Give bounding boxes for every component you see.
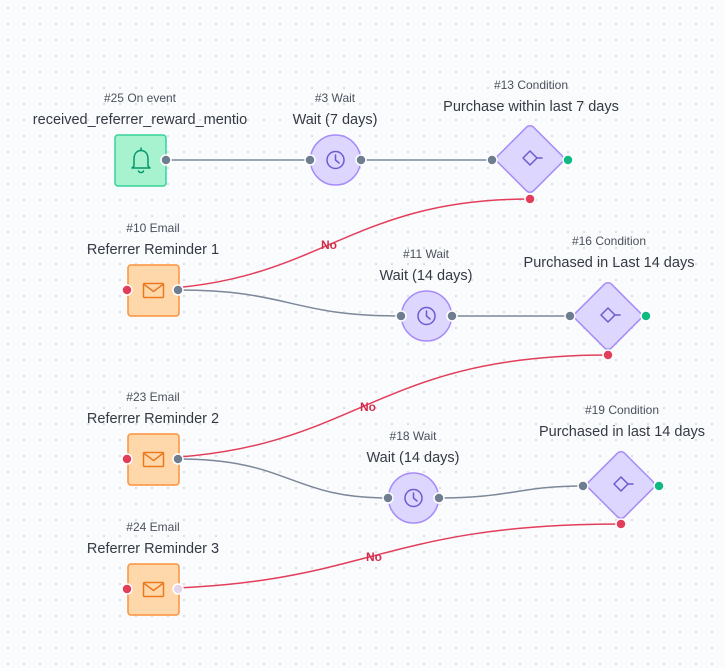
label-wait-18: #18 Wait Wait (14 days) xyxy=(367,429,460,467)
label-email-23: #23 Email Referrer Reminder 2 xyxy=(87,390,219,428)
node-name: Referrer Reminder 3 xyxy=(86,541,220,557)
edge-no-cond19-to-email24[interactable] xyxy=(126,523,622,590)
port-out[interactable] xyxy=(172,453,184,465)
port-in[interactable] xyxy=(577,480,589,492)
node-name: Wait (14 days) xyxy=(379,268,473,284)
label-wait-3: #3 Wait Wait (7 days) xyxy=(293,91,378,129)
label-condition-13: #13 Condition Purchase within last 7 day… xyxy=(443,78,619,116)
label-wait-11: #11 Wait Wait (14 days) xyxy=(380,247,473,285)
port-out[interactable] xyxy=(160,154,172,166)
label-email-10: #10 Email Referrer Reminder 1 xyxy=(87,221,219,259)
split-icon xyxy=(522,150,543,166)
edge-email10-to-wait11[interactable] xyxy=(177,289,402,317)
envelope-icon xyxy=(142,282,165,299)
label-condition-16: #16 Condition Purchased in Last 14 days xyxy=(524,234,695,272)
port-in[interactable] xyxy=(382,492,394,504)
port-out[interactable] xyxy=(172,284,184,296)
port-in[interactable] xyxy=(395,310,407,322)
envelope-icon xyxy=(142,581,165,598)
port-in[interactable] xyxy=(121,583,133,595)
envelope-icon xyxy=(142,451,165,468)
port-yes[interactable] xyxy=(640,310,652,322)
node-name: Purchased in last 14 days xyxy=(538,424,706,440)
node-id-label: #24 Email xyxy=(126,520,180,534)
node-name: Referrer Reminder 1 xyxy=(86,242,220,258)
split-icon xyxy=(613,476,634,492)
edge-label-no: No xyxy=(366,550,382,564)
node-id-label: #18 Wait xyxy=(389,429,437,443)
node-id-label: #23 Email xyxy=(126,390,180,404)
port-yes[interactable] xyxy=(653,480,665,492)
port-in[interactable] xyxy=(121,453,133,465)
node-condition-19[interactable] xyxy=(586,450,657,521)
bell-icon xyxy=(131,147,151,174)
node-id-label: #19 Condition xyxy=(584,403,660,417)
port-no[interactable] xyxy=(602,349,614,361)
label-condition-19: #19 Condition Purchased in last 14 days xyxy=(539,403,705,441)
node-id-label: #25 On event xyxy=(103,91,177,105)
node-id-label: #11 Wait xyxy=(402,247,450,261)
node-event-25[interactable] xyxy=(114,134,167,187)
node-name: Purchased in Last 14 days xyxy=(523,255,695,271)
node-name: Wait (7 days) xyxy=(292,112,378,128)
node-condition-13[interactable] xyxy=(495,124,566,195)
label-email-24: #24 Email Referrer Reminder 3 xyxy=(87,520,219,558)
edge-wait18-to-cond19[interactable] xyxy=(438,485,584,499)
port-yes[interactable] xyxy=(562,154,574,166)
node-condition-16[interactable] xyxy=(573,281,644,352)
edge-label-no: No xyxy=(321,238,337,252)
node-name: Purchase within last 7 days xyxy=(443,99,619,115)
split-icon xyxy=(600,307,621,323)
edge-email23-to-wait18[interactable] xyxy=(177,458,389,499)
port-in[interactable] xyxy=(564,310,576,322)
port-in[interactable] xyxy=(486,154,498,166)
clock-icon xyxy=(417,306,436,326)
node-id-label: #16 Condition xyxy=(571,234,647,248)
port-out[interactable] xyxy=(433,492,445,504)
port-no[interactable] xyxy=(524,193,536,205)
node-name: Referrer Reminder 2 xyxy=(86,411,220,427)
clock-icon xyxy=(326,150,345,170)
node-name: Wait (14 days) xyxy=(366,450,460,466)
node-id-label: #10 Email xyxy=(126,221,180,235)
node-email-23[interactable] xyxy=(127,433,180,486)
port-in[interactable] xyxy=(304,154,316,166)
port-out[interactable] xyxy=(355,154,367,166)
edge-no-cond13-to-email10[interactable] xyxy=(126,198,531,291)
label-event-25: #25 On event received_referrer_reward_me… xyxy=(33,91,247,129)
edge-no-cond16-to-email23[interactable] xyxy=(126,354,609,460)
node-email-10[interactable] xyxy=(127,264,180,317)
port-out[interactable] xyxy=(446,310,458,322)
node-name: received_referrer_reward_mentio xyxy=(32,112,248,128)
port-no[interactable] xyxy=(615,518,627,530)
clock-icon xyxy=(404,488,423,508)
node-wait-11[interactable] xyxy=(400,290,453,342)
node-wait-3[interactable] xyxy=(309,134,362,186)
node-id-label: #3 Wait xyxy=(314,91,356,105)
node-email-24[interactable] xyxy=(127,563,180,616)
node-id-label: #13 Condition xyxy=(493,78,569,92)
edge-label-no: No xyxy=(360,400,376,414)
node-wait-18[interactable] xyxy=(387,472,440,524)
port-in[interactable] xyxy=(121,284,133,296)
port-out-empty[interactable] xyxy=(172,583,184,595)
